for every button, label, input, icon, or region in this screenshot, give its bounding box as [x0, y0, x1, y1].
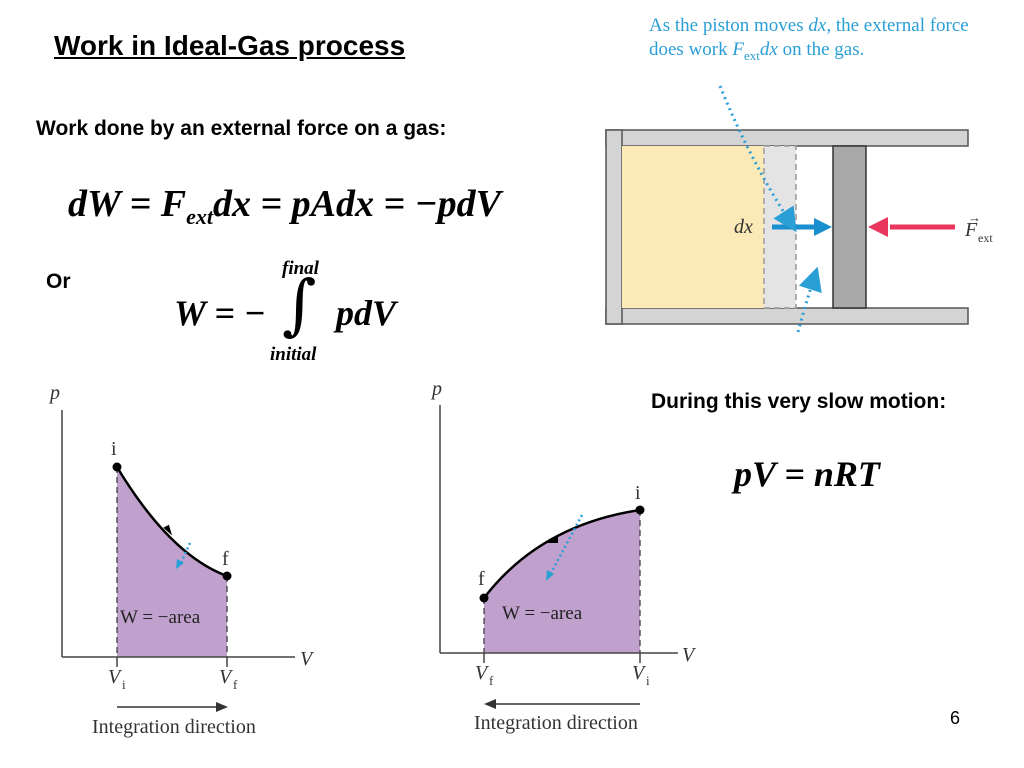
- vi-label: V: [632, 662, 647, 684]
- vi-sub: i: [646, 673, 650, 688]
- integral-upper-limit: final: [282, 258, 319, 279]
- work-eq-lhs: dW = F: [68, 183, 187, 225]
- graph-left: p V i f W = −area V i V f Integration di…: [48, 382, 315, 738]
- ideal-gas-law: pV = nRT: [734, 454, 880, 494]
- piston-caption: As the piston moves dx, the external for…: [649, 14, 969, 68]
- point-i: [635, 505, 645, 515]
- caption-force-sub: ext: [744, 47, 760, 63]
- point-i-label: i: [635, 482, 641, 504]
- point-f: [222, 571, 232, 581]
- caption-part: As the piston moves: [649, 15, 809, 36]
- or-label: Or: [46, 270, 71, 293]
- graph-right: p V i f W = −area V f V i Integration di…: [430, 378, 697, 734]
- dotted-pointer-head: [176, 559, 184, 569]
- area-label: W = −area: [120, 607, 201, 628]
- area-fill: [484, 510, 640, 653]
- vf-label: V: [219, 666, 234, 688]
- p-axis-label: p: [430, 378, 442, 400]
- dx-label: dx: [734, 216, 753, 238]
- process-curve: [115, 466, 228, 578]
- piston: [832, 145, 867, 309]
- integral-sign: ∫: [282, 266, 317, 343]
- work-subheading: Work done by an external force on a gas:: [36, 117, 447, 140]
- caption-force: F: [732, 39, 744, 60]
- curve-arrow: [163, 524, 173, 536]
- point-i-label: i: [111, 438, 117, 460]
- dotted-pointer-head: [546, 570, 554, 581]
- vi-sub: i: [122, 677, 126, 692]
- slide-title: Work in Ideal-Gas process: [54, 30, 406, 61]
- integration-direction-label: Integration direction: [474, 712, 638, 734]
- point-f: [479, 593, 489, 603]
- vf-sub: f: [233, 677, 238, 692]
- vf-label: V: [475, 662, 490, 684]
- dotted-pointer: [548, 514, 584, 576]
- cylinder-bottom-wall: [605, 307, 969, 325]
- piston-diagram: dx F → ext: [605, 85, 993, 333]
- dx-arrow-head: [814, 218, 832, 236]
- direction-arrow-head: [484, 699, 496, 709]
- vf-sub: f: [489, 673, 494, 688]
- process-curve: [483, 508, 641, 599]
- direction-arrow-head: [216, 702, 228, 712]
- area-label: W = −area: [502, 603, 583, 624]
- area-fill: [117, 467, 227, 657]
- caption-pointer-top: [718, 85, 797, 233]
- point-f-label: f: [222, 548, 229, 570]
- dotted-pointer: [178, 542, 192, 566]
- integral-lower-limit: initial: [270, 344, 317, 365]
- force-vector-mark: →: [968, 210, 981, 225]
- caption-part: , the external force does work: [649, 15, 969, 60]
- slow-motion-label: During this very slow motion:: [651, 390, 947, 413]
- force-label: F: [964, 219, 978, 241]
- caption-dx: dx: [759, 39, 778, 60]
- caption-part: on the gas.: [777, 39, 865, 60]
- point-i: [112, 462, 122, 472]
- p-axis-label: p: [48, 382, 60, 404]
- v-axis-label: V: [300, 648, 315, 670]
- work-equation: dW = Fextdx = pAdx = −pdV: [68, 182, 501, 230]
- cylinder-end-wall: [605, 129, 623, 325]
- curve-arrow: [546, 535, 558, 543]
- work-eq-sub: ext: [186, 204, 213, 229]
- vi-label: V: [108, 666, 123, 688]
- cylinder-top-wall: [605, 129, 969, 147]
- integral-equation-rhs: pdV: [336, 293, 397, 333]
- gas-region: [622, 146, 764, 308]
- point-f-label: f: [478, 568, 485, 590]
- integration-direction-label: Integration direction: [92, 716, 256, 738]
- force-label-sub: ext: [978, 231, 993, 245]
- integral-equation-lhs: W = −: [174, 293, 266, 333]
- caption-dx: dx: [808, 15, 827, 36]
- force-arrow-head: [868, 217, 888, 237]
- v-axis-label: V: [682, 644, 697, 666]
- page-number: 6: [950, 708, 961, 728]
- work-eq-rhs: dx = pAdx = −pdV: [213, 183, 502, 225]
